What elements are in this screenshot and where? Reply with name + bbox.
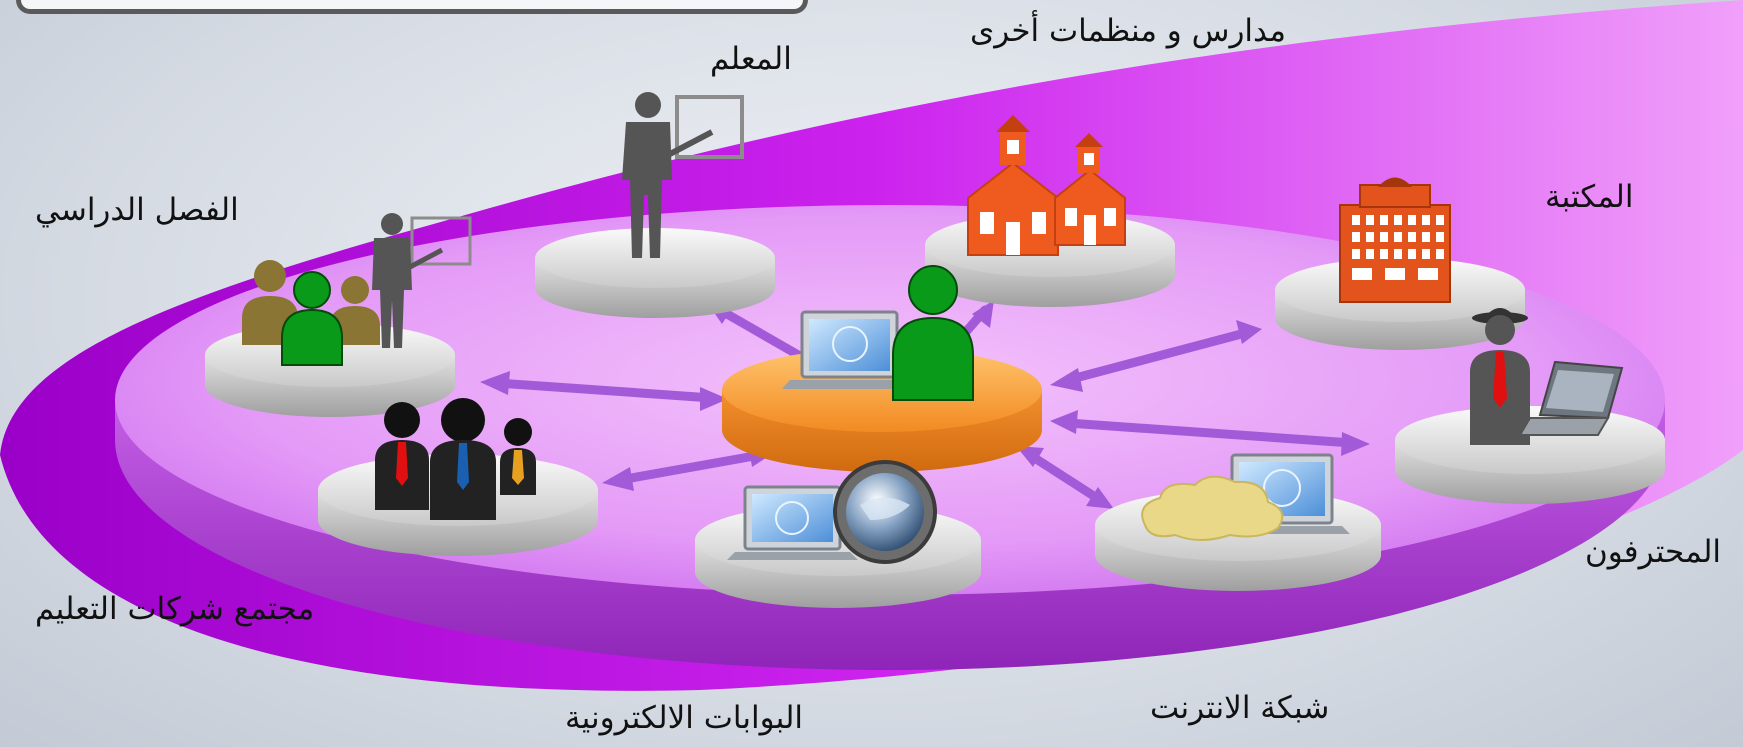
professionals-label: المحترفون bbox=[1585, 534, 1722, 570]
professional-with-laptop-icon bbox=[1470, 308, 1624, 445]
teacher-label: المعلم bbox=[710, 41, 792, 77]
edu-companies-label: مجتمع شركات التعليم bbox=[35, 591, 315, 627]
library-building-icon bbox=[1339, 177, 1451, 303]
internet-cloud-laptop-icon bbox=[1141, 453, 1350, 541]
classroom-icon bbox=[242, 213, 472, 366]
library-label: المكتبة bbox=[1545, 179, 1634, 215]
top-frame-box bbox=[16, 0, 808, 14]
teacher-icon bbox=[622, 92, 744, 258]
portals-label: البوابات الالكترونية bbox=[565, 700, 804, 736]
schools-label: مدارس و منظمات أخرى bbox=[970, 13, 1286, 49]
education-companies-group-icon bbox=[375, 398, 536, 520]
connection-arrows bbox=[480, 300, 1370, 509]
classroom-label: الفصل الدراسي bbox=[35, 192, 239, 228]
internet-label: شبكة الانترنت bbox=[1150, 690, 1330, 726]
school-buildings-icon bbox=[967, 115, 1126, 256]
web-portal-laptop-icon bbox=[727, 460, 937, 564]
center-learner-icon bbox=[782, 265, 974, 401]
